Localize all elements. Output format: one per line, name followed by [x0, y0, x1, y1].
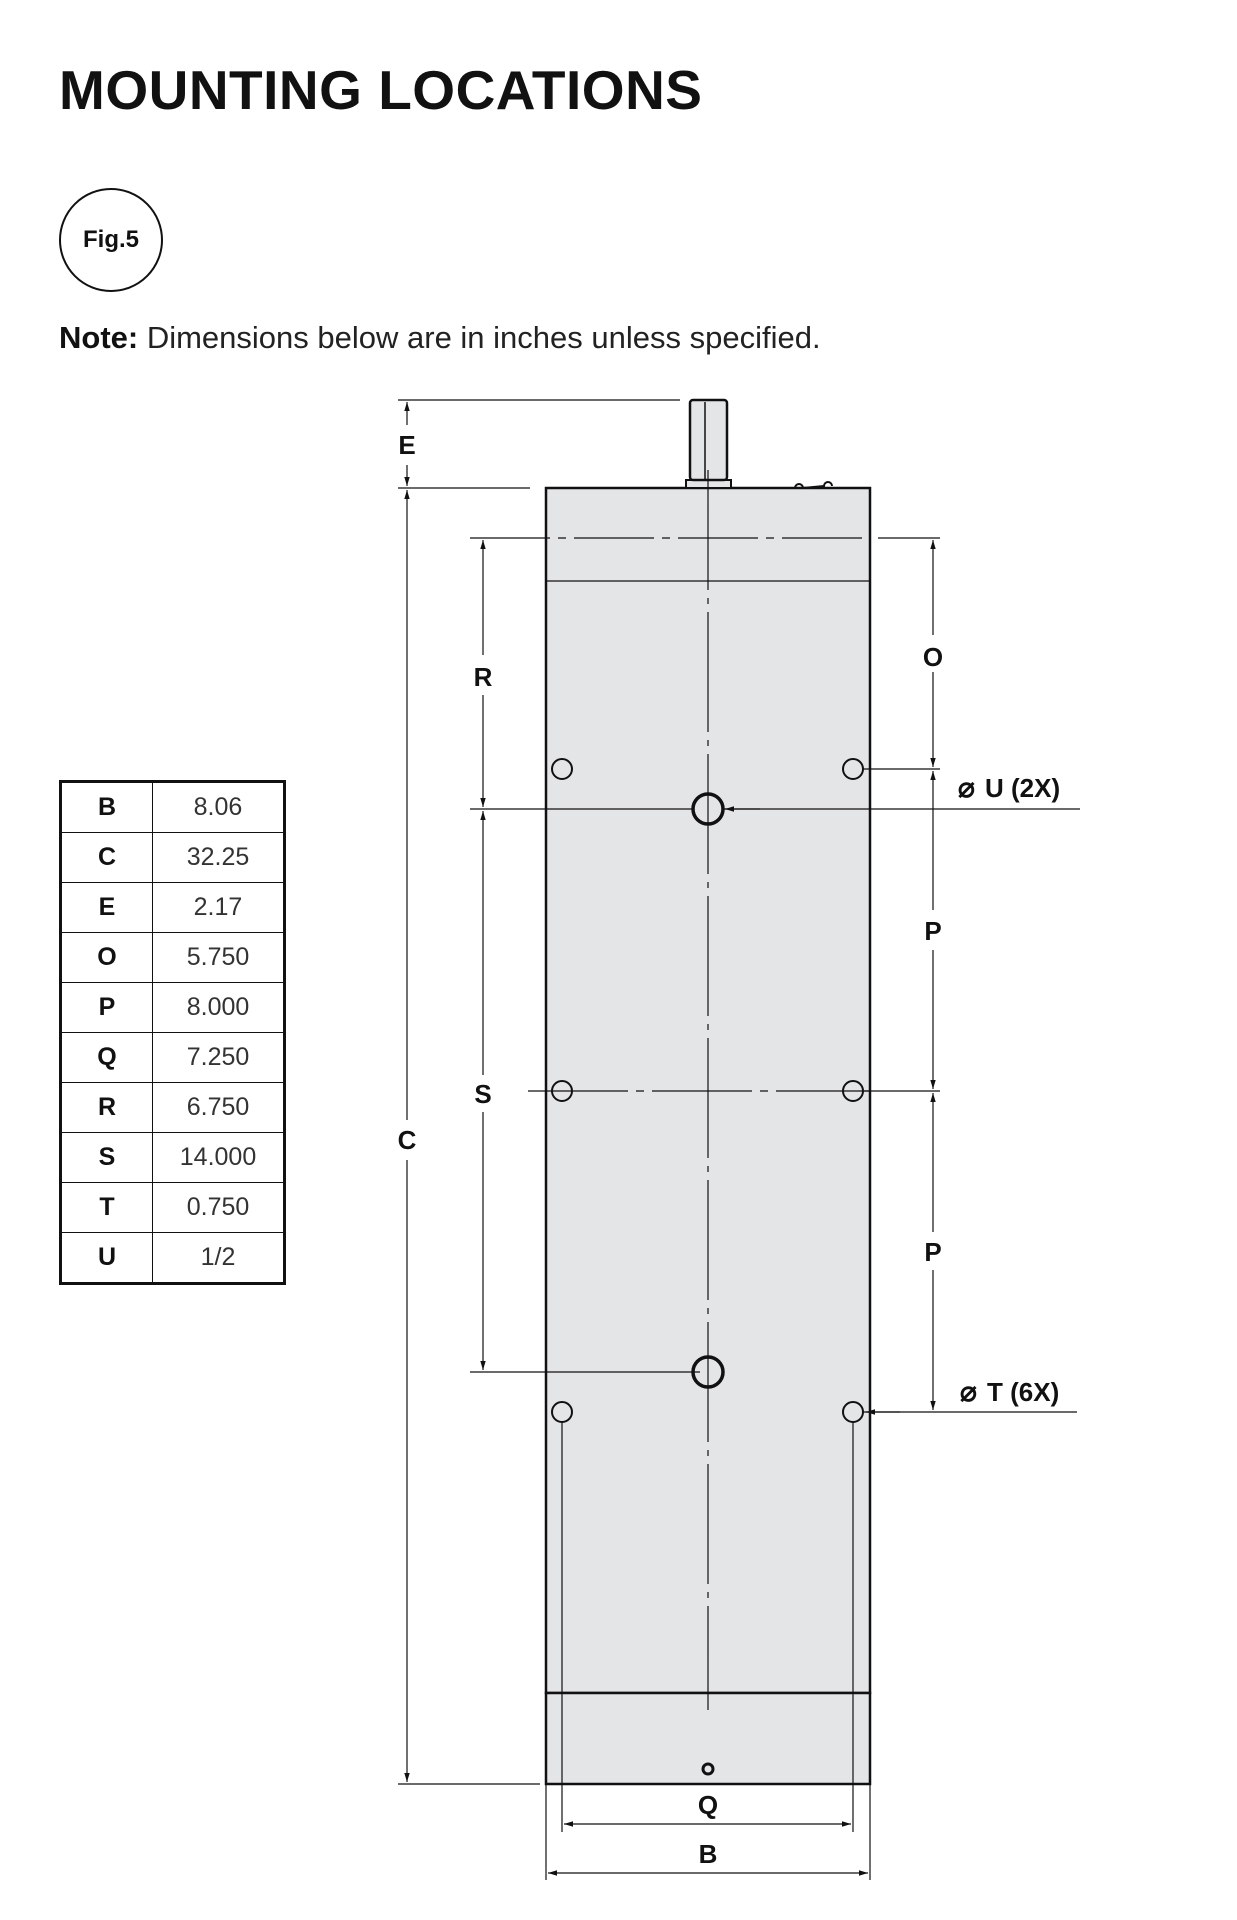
note-text: Dimensions below are in inches unless sp… — [138, 320, 821, 355]
dimension-value: 1/2 — [152, 1232, 285, 1284]
units-note: Note: Dimensions below are in inches unl… — [59, 320, 821, 356]
label-t-callout: T (6X) — [987, 1377, 1059, 1407]
dimension-key: O — [60, 932, 153, 983]
shaft — [688, 398, 729, 482]
label-b: B — [699, 1839, 718, 1869]
dimension-lines — [404, 402, 936, 1876]
label-o: O — [923, 642, 943, 672]
end-cap-port — [701, 1762, 715, 1776]
dimension-key: Q — [60, 1032, 153, 1083]
label-e: E — [398, 430, 415, 460]
t-hole — [551, 1080, 573, 1102]
t-hole — [551, 758, 573, 780]
extension-lines — [398, 399, 1080, 1880]
dimension-value: 0.750 — [152, 1182, 285, 1233]
dimension-value: 5.750 — [152, 932, 285, 983]
label-u-callout: U (2X) — [985, 773, 1060, 803]
diameter-icon: ⌀ — [960, 1376, 977, 1407]
dimension-value: 14.000 — [152, 1132, 285, 1183]
label-c: C — [398, 1125, 417, 1155]
label-s: S — [474, 1079, 491, 1109]
label-p-lower: P — [924, 1237, 941, 1267]
dimension-value: 2.17 — [152, 882, 285, 933]
figure-label: Fig.5 — [82, 226, 139, 253]
diameter-icon: ⌀ — [958, 772, 975, 803]
note-label: Note: — [59, 320, 139, 355]
dimension-key: U — [60, 1232, 153, 1284]
label-r: R — [474, 662, 493, 692]
label-p-upper: P — [924, 916, 941, 946]
dimension-value: 8.000 — [152, 982, 285, 1033]
dimension-key: T — [60, 1182, 153, 1233]
dimension-value: 8.06 — [152, 781, 285, 833]
label-q: Q — [698, 1790, 718, 1820]
dimension-key: E — [60, 882, 153, 933]
dimension-value: 7.250 — [152, 1032, 285, 1083]
center-lines — [470, 470, 870, 1710]
figure-badge: Fig.5 — [59, 188, 163, 292]
dimension-value: 6.750 — [152, 1082, 285, 1133]
top-bump — [794, 481, 833, 490]
dimension-labels: E C R S O P P Q B ⌀ U (2X) ⌀ T (6X) — [398, 430, 1061, 1869]
dimension-key: P — [60, 982, 153, 1033]
dimension-key: R — [60, 1082, 153, 1133]
page-title: MOUNTING LOCATIONS — [59, 59, 703, 121]
dimension-value: 32.25 — [152, 832, 285, 883]
dimension-key: B — [60, 781, 153, 833]
